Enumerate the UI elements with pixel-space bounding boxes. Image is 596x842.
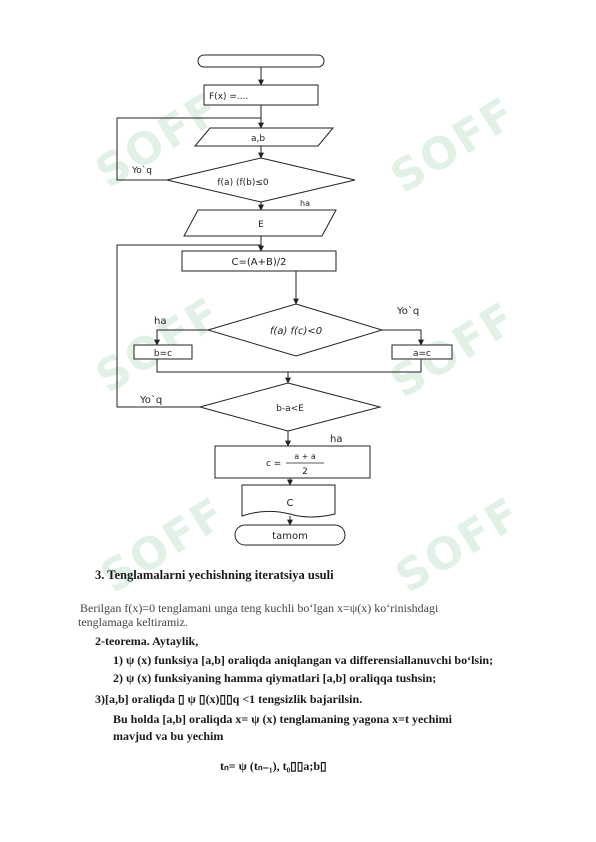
flow-cond1-no: Yo`q: [131, 165, 152, 176]
output-document: [241, 484, 336, 518]
flow-cond3-no: Yo`q: [139, 394, 162, 406]
intro-line-1: Berilgan f(x)=0 tenglamani unga teng kuc…: [80, 601, 439, 615]
assign-b-box: [133, 344, 193, 360]
flow-input-ab: a,b: [251, 134, 265, 144]
flow-output-c: C: [287, 498, 294, 509]
flow-cond1: f(a) (f(b)≤0: [217, 178, 269, 188]
flow-result-num: a + a: [294, 452, 316, 461]
conclusion-line-2: mavjud va bu yechim: [113, 729, 224, 743]
theorem-condition-1: 1) ψ (x) funksiya [a,b] oraliqda aniqlan…: [113, 653, 494, 667]
flow-input-eps: E: [258, 220, 264, 230]
flow-end-label: tamom: [272, 531, 308, 542]
section-title: 3. Tenglamalarni yechishning iteratsiya …: [95, 568, 334, 582]
flow-calc-c: C=(A+B)/2: [232, 257, 287, 268]
flow-cond3: b-a<E: [276, 404, 304, 414]
flow-cond3-yes: ha: [330, 434, 342, 445]
input-eps-parallelogram: [183, 209, 337, 237]
flow-cond2: f(a) f(c)<0: [270, 326, 322, 337]
flow-define-fx: F(x) =....: [209, 92, 248, 102]
theorem-title: 2-teorema. Aytaylik,: [95, 634, 199, 648]
flow-assign-b: b=c: [154, 349, 172, 359]
flow-cond2-no: Yo`q: [396, 305, 419, 317]
flow-result-den: 2: [302, 467, 308, 477]
decision-2: [206, 303, 384, 357]
flow-cond1-yes: ha: [300, 199, 310, 208]
end-terminator: [234, 524, 346, 546]
result-box: [214, 445, 371, 479]
calc-c-box: [181, 250, 337, 272]
input-ab-parallelogram: [193, 127, 335, 147]
assign-a-box: [391, 344, 453, 360]
start-terminator: [197, 54, 325, 68]
conclusion-line-1: Bu holda [a,b] oraliqda x= ψ (x) tenglam…: [113, 712, 452, 726]
flow-assign-a: a=c: [413, 349, 431, 359]
flow-cond2-yes: ha: [154, 316, 166, 327]
theorem-condition-3: 3)[a,b] oraliqda ▯ ψ ▯(x)▯▯q <1 tengsizl…: [95, 692, 363, 706]
intro-line-2: tenglamaga keltiramiz.: [78, 615, 188, 629]
flow-result-prefix: c =: [266, 459, 281, 469]
flowchart: F(x) =.... a,b f(a) (f(b)≤0 Yo`q ha E C=…: [116, 54, 453, 546]
theorem-condition-2: 2) ψ (x) funksiyaning hamma qiymatlari […: [113, 671, 437, 685]
iteration-formula: tₙ= ψ (tₙ₋₁), t₀▯▯a;b▯: [220, 759, 327, 773]
